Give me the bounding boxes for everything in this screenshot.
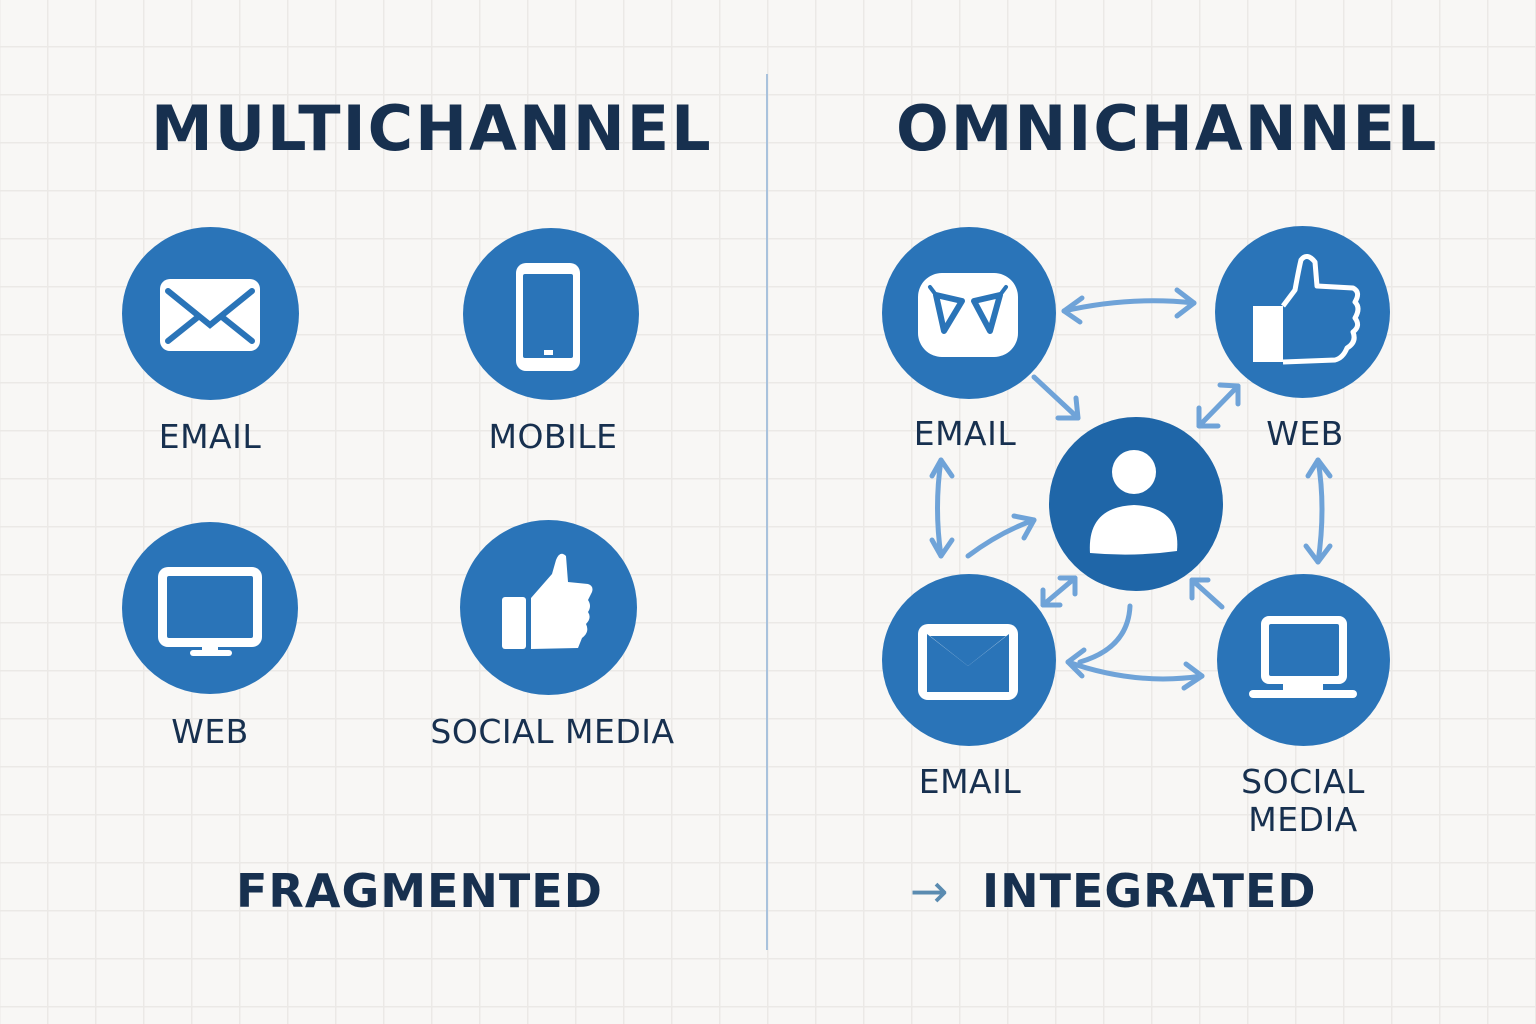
envelope-icon (160, 279, 260, 351)
channel-email-label: EMAIL (158, 417, 262, 456)
fragmented-label: FRAGMENTED (236, 864, 603, 918)
omni-channel-email-bottom (882, 574, 1056, 746)
omni-channel-web (1215, 226, 1390, 398)
channel-web-label: WEB (171, 712, 249, 751)
chat-bubble-icon (918, 273, 1018, 357)
omni-web-label: WEB (1266, 414, 1344, 453)
channel-mobile (463, 228, 639, 400)
channel-social-media (460, 520, 637, 695)
omni-social-line1: SOCIAL (1241, 762, 1365, 801)
thumbs-up-icon (1253, 254, 1361, 365)
smartphone-icon (516, 263, 580, 371)
channel-email (122, 227, 299, 400)
channel-social-media-label: SOCIAL MEDIA (430, 712, 675, 751)
thumbs-up-icon (502, 553, 593, 649)
omni-channel-social-media (1217, 574, 1390, 746)
omni-email-bottom-label: EMAIL (918, 762, 1022, 801)
omni-email-top-label: EMAIL (913, 414, 1017, 453)
channel-web (122, 522, 298, 694)
customer-hub (1049, 417, 1223, 591)
channel-mobile-label: MOBILE (488, 417, 618, 456)
omni-channel-email-top (882, 227, 1056, 399)
omni-social-line2: MEDIA (1248, 799, 1358, 839)
section-divider (766, 74, 768, 950)
integrated-arrow-icon: → (910, 864, 950, 918)
omni-social-media-label: SOCIAL MEDIA (1203, 763, 1403, 839)
integrated-label: INTEGRATED (982, 864, 1317, 918)
envelope-icon (918, 624, 1018, 700)
person-icon (1089, 450, 1178, 555)
laptop-icon (1249, 616, 1357, 698)
monitor-icon (158, 567, 262, 656)
multichannel-title: MULTICHANNEL (151, 92, 713, 165)
omnichannel-title: OMNICHANNEL (896, 92, 1439, 165)
